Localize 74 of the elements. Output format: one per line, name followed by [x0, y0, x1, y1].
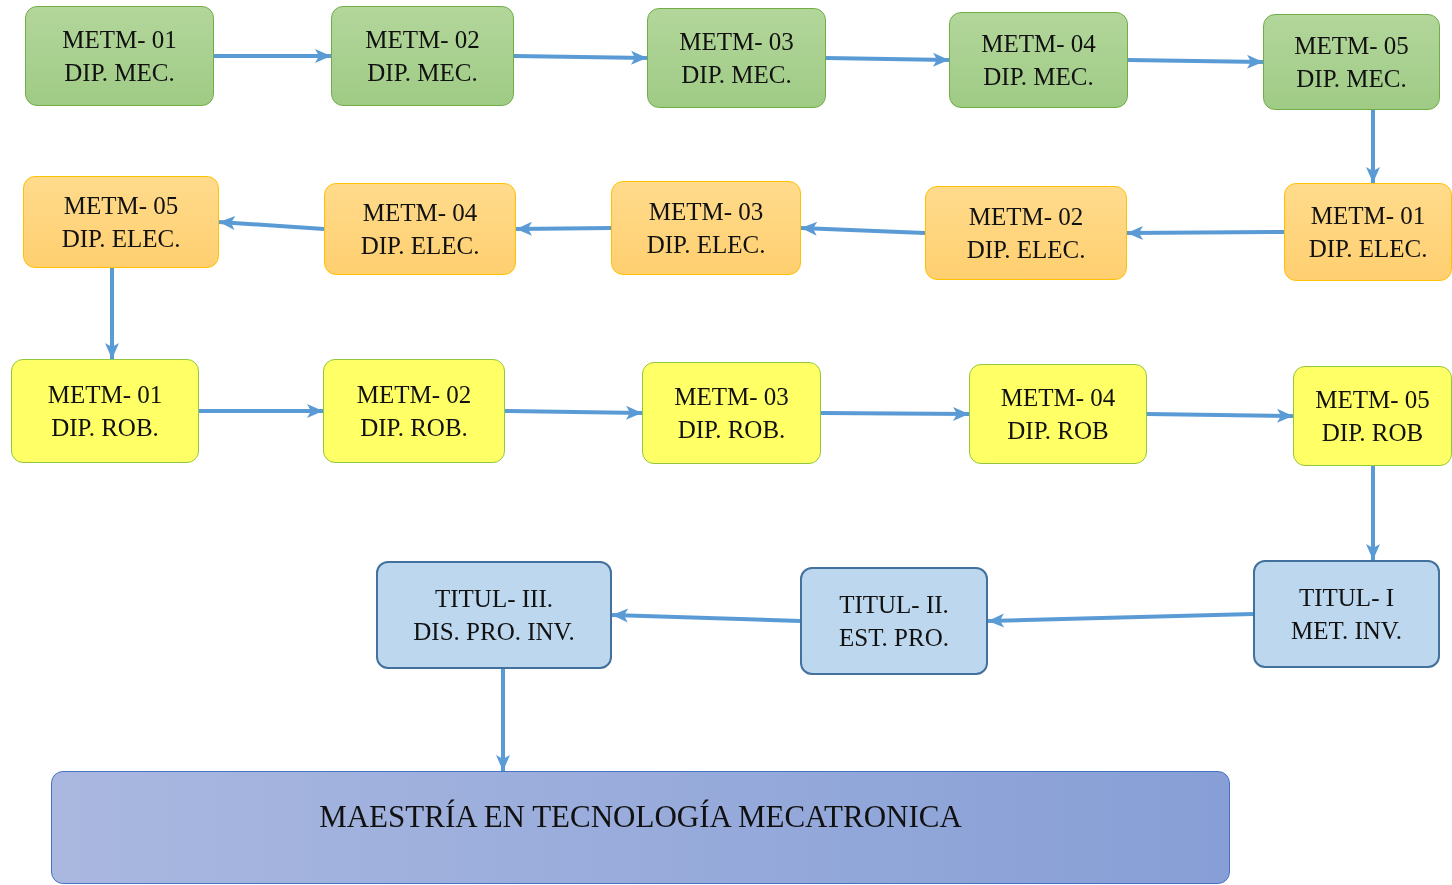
arrow [504, 405, 643, 420]
node-text: METM- 05 [1294, 31, 1409, 61]
node-text: DIP. MEC. [64, 58, 175, 88]
result-banner [51, 771, 1230, 884]
arrow [218, 216, 325, 231]
process-box [1284, 183, 1452, 281]
arrow [611, 608, 801, 623]
process-box [611, 181, 801, 275]
node-text: METM- 03 [648, 197, 764, 227]
process-box [23, 176, 219, 268]
node-text: METM- 05 [1315, 385, 1430, 415]
process-box [1253, 560, 1440, 668]
arrow [1366, 466, 1380, 560]
node-text: DIP. MEC. [983, 62, 1094, 92]
node-text: DIP. ROB [1007, 416, 1109, 446]
process-box [323, 359, 505, 463]
node-text: METM- 05 [63, 191, 179, 221]
node-text: METM- 03 [679, 27, 794, 57]
node-text: TITUL- I [1298, 583, 1395, 613]
process-box [925, 186, 1127, 280]
node-text: METM- 01 [62, 25, 177, 55]
node-text: DIS. PRO. INV. [413, 617, 575, 647]
arrow [199, 404, 323, 418]
node-text: METM- 04 [981, 29, 1096, 59]
arrow [1127, 225, 1284, 240]
node-text: DIP. ELEC. [646, 230, 766, 260]
arrow [515, 221, 612, 236]
arrow [214, 49, 331, 63]
node-text: DIP. MEC. [681, 60, 792, 90]
arrow [825, 52, 950, 67]
arrow [105, 268, 119, 359]
node-text: EST. PRO. [839, 623, 949, 653]
node-text: METM- 01 [47, 380, 163, 410]
arrow [513, 50, 648, 65]
process-box [969, 364, 1147, 464]
node-text: MAESTRÍA EN TECNOLOGÍA MECATRONICA [319, 800, 962, 833]
process-box [642, 362, 821, 464]
node-text: METM- 04 [1000, 383, 1116, 413]
process-box [11, 359, 199, 463]
node-text: METM- 01 [1310, 201, 1426, 231]
node-text: DIP. ROB [1321, 418, 1424, 448]
arrow [821, 406, 969, 421]
node-text: METM- 03 [674, 382, 789, 412]
process-box [800, 567, 988, 675]
node-text: METM- 04 [362, 198, 478, 228]
process-box [949, 12, 1128, 108]
arrow [1127, 54, 1264, 69]
node-text: DIP. ELEC. [360, 231, 480, 261]
node-text: DIP. MEC. [367, 58, 478, 88]
node-text: DIP. ELEC. [966, 235, 1086, 265]
process-box [647, 8, 826, 108]
node-text: METM- 02 [968, 202, 1084, 232]
node-text: METM- 02 [365, 25, 480, 55]
node-text: METM- 02 [356, 380, 472, 410]
process-box [1293, 366, 1452, 466]
node-text: DIP. ROB. [360, 413, 468, 443]
node-text: DIP. ROB. [51, 413, 159, 443]
node-text: TITUL- III. [435, 584, 553, 614]
process-box [331, 6, 514, 106]
arrow [987, 612, 1254, 628]
process-box [376, 561, 612, 669]
node-text: DIP. MEC. [1296, 64, 1407, 94]
node-text: DIP. ELEC. [1308, 234, 1428, 264]
arrow [800, 221, 926, 236]
process-box [1263, 14, 1440, 110]
process-box [324, 183, 516, 275]
node-text: MET. INV. [1291, 616, 1402, 646]
arrow [1146, 408, 1294, 423]
node-text: TITUL- II. [839, 590, 949, 620]
node-text: DIP. ROB. [677, 415, 786, 445]
process-box [25, 6, 214, 106]
node-text: DIP. ELEC. [61, 224, 181, 254]
arrow [496, 669, 510, 771]
arrow [1366, 110, 1380, 183]
